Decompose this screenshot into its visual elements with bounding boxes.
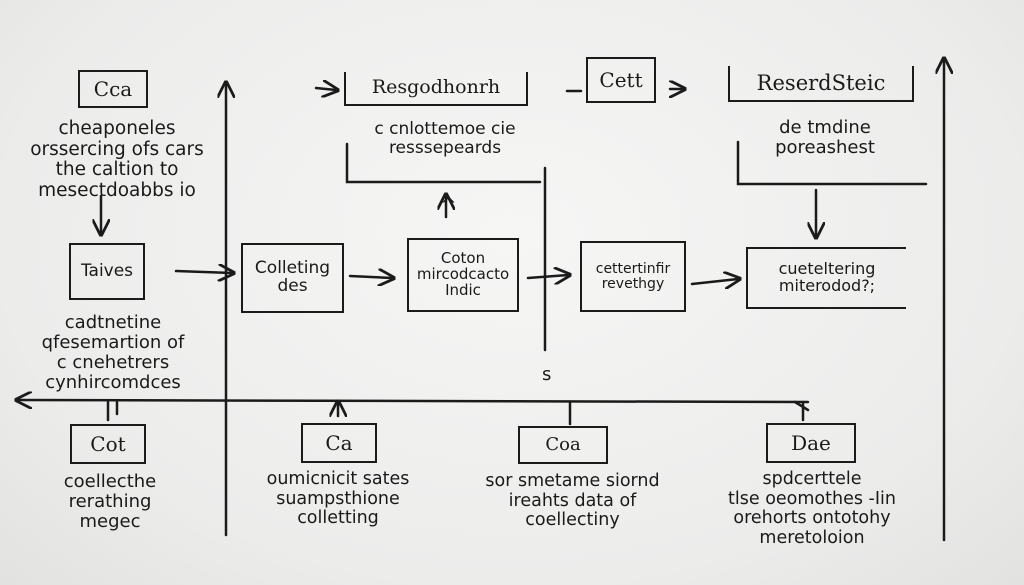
- text-top-right: de tmdine poreashest: [775, 117, 875, 159]
- box-research-right: ReserdSteic: [728, 66, 914, 102]
- box-cettertinfir: cettertinfir revethgy: [580, 241, 686, 312]
- box-research-left: Resgodhonrh: [344, 72, 528, 106]
- text-bottom-col4: spdcerttele tlse oeomothes -Iin orehorts…: [728, 469, 896, 548]
- caret-mark: ^: [440, 193, 457, 217]
- box-cueterting: cueteltering miterodod?;: [746, 247, 906, 309]
- arrow-cettertinfir-to-cueterting: [690, 279, 738, 284]
- box-dae: Dae: [766, 423, 856, 463]
- box-cot: Cot: [70, 424, 146, 464]
- box-ca: Ca: [301, 423, 377, 463]
- box-colleting: Colleting des: [241, 243, 344, 313]
- box-cca: Cca: [78, 70, 148, 108]
- arrow-taives-to-colleting: [174, 271, 232, 273]
- center-bracket: [345, 142, 542, 184]
- box-coton: Coton mircodcacto Indic: [407, 238, 519, 312]
- text-middle-left: cadtnetine qfesemartion of c cnehetrers …: [41, 312, 185, 394]
- text-bottom-col2: oumicnicit sates suampsthione colletting: [266, 469, 410, 529]
- box-taives: Taives: [69, 243, 145, 300]
- arrow-coton-to-center-line: [526, 275, 568, 278]
- horizontal-timeline: [18, 400, 810, 402]
- text-bottom-col1: coellecthe rerathing megec: [63, 471, 157, 533]
- text-bottom-col3: sor smetame siornd ireahts data of coell…: [485, 471, 660, 531]
- text-top-left: cheaponeles orssercing ofs cars the calt…: [30, 118, 204, 202]
- box-cett: Cett: [586, 57, 656, 103]
- arrow-colleting-to-coton: [348, 276, 392, 278]
- text-top-center: c cnlottemoe cie resssepeards: [374, 119, 516, 159]
- arrow-into-research-left: [314, 88, 336, 90]
- timeline-end-arrow: [793, 400, 810, 412]
- right-bracket: [736, 140, 928, 186]
- box-coa: Coa: [518, 426, 608, 464]
- s-mark: s: [542, 364, 552, 385]
